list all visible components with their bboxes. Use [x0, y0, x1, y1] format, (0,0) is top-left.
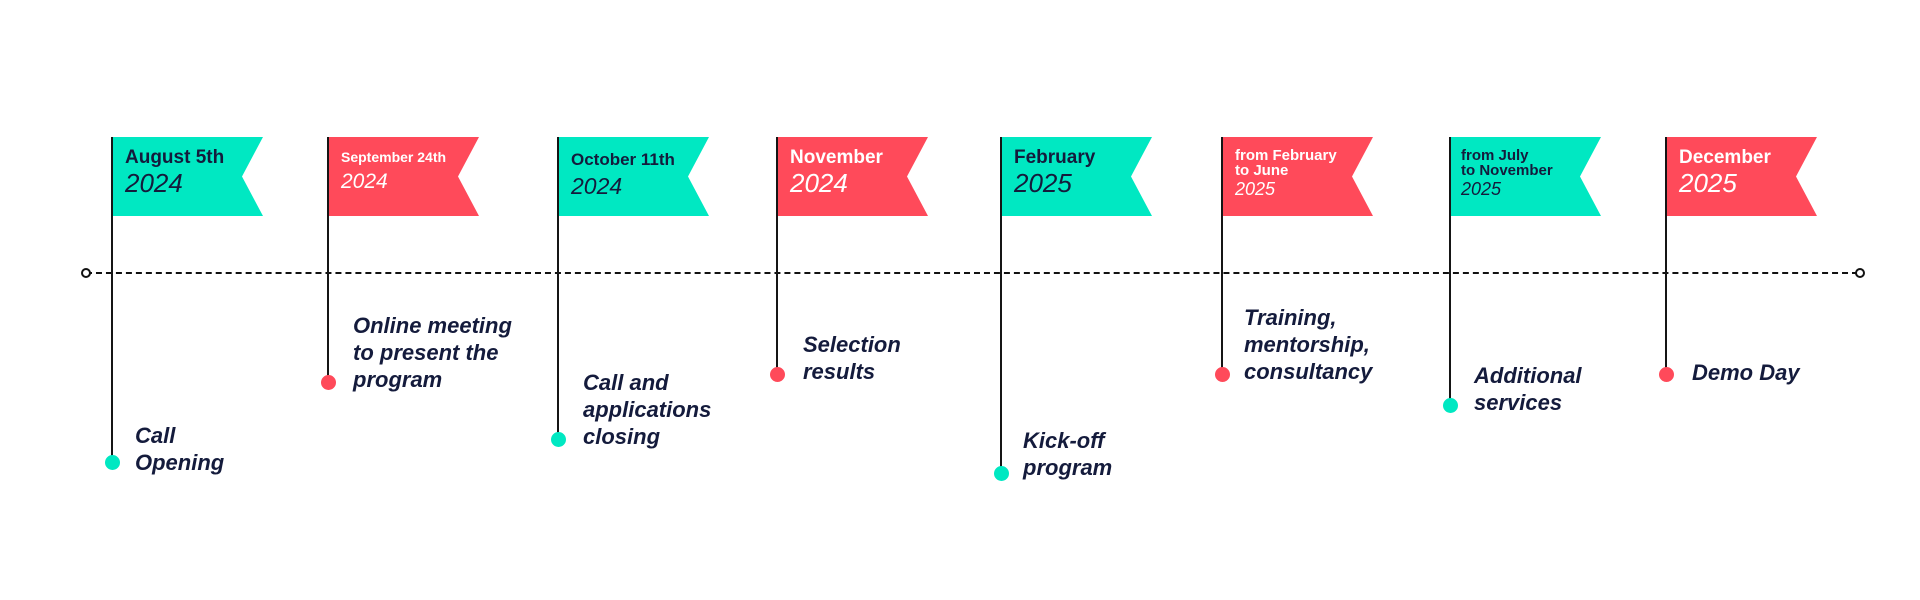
date-flag: February 2025 [1002, 137, 1152, 216]
milestone-dot [105, 455, 120, 470]
axis-start-marker [81, 268, 91, 278]
date-flag: October 11th 2024 [559, 137, 709, 216]
date-flag: September 24th 2024 [329, 137, 479, 216]
milestone-dot [1659, 367, 1674, 382]
flag-year-label: 2024 [571, 173, 623, 199]
flag-year-label: 2024 [341, 170, 388, 193]
timeline-axis [86, 272, 1858, 274]
event-label: Demo Day [1692, 360, 1800, 385]
flag-pole [1000, 137, 1002, 472]
milestone-dot [994, 466, 1009, 481]
flag-date-label: November [790, 147, 883, 168]
date-flag: December 2025 [1667, 137, 1817, 216]
flag-year-label: 2025 [1014, 168, 1072, 198]
milestone-dot [770, 367, 785, 382]
flag-pole [776, 137, 778, 372]
milestone-dot [1215, 367, 1230, 382]
flag-pole [111, 137, 113, 462]
flag-date-label: from July to November [1461, 147, 1553, 179]
flag-year-label: 2024 [125, 168, 183, 198]
milestone-dot [321, 375, 336, 390]
flag-pole [1221, 137, 1223, 372]
flag-year-label: 2025 [1461, 179, 1502, 199]
date-flag: August 5th 2024 [113, 137, 263, 216]
event-label: Selection results [803, 332, 901, 384]
axis-end-marker [1855, 268, 1865, 278]
flag-pole [557, 137, 559, 439]
event-label: Call and applications closing [583, 370, 712, 449]
event-label: Additional services [1474, 363, 1582, 415]
flag-pole [1449, 137, 1451, 403]
flag-year-label: 2025 [1235, 179, 1276, 199]
flag-pole [327, 137, 329, 382]
flag-date-label: August 5th [125, 147, 225, 168]
flag-date-label: February [1014, 147, 1096, 168]
date-flag: from February to June 2025 [1223, 137, 1373, 216]
event-label: Call Opening [135, 423, 225, 475]
flag-date-label: December [1679, 147, 1771, 168]
flag-date-label: October 11th [571, 150, 675, 169]
flag-pole [1665, 137, 1667, 372]
milestone-dot [1443, 398, 1458, 413]
flag-date-label: September 24th [341, 149, 447, 165]
event-label: Training, mentorship, consultancy [1244, 305, 1373, 384]
flag-year-label: 2025 [1679, 168, 1737, 198]
event-label: Kick-off program [1023, 428, 1113, 480]
milestone-dot [551, 432, 566, 447]
flag-year-label: 2024 [790, 168, 848, 198]
event-label: Online meeting to present the program [353, 313, 512, 392]
date-flag: from July to November 2025 [1451, 137, 1601, 216]
date-flag: November 2024 [778, 137, 928, 216]
flag-date-label: from February to June [1235, 147, 1337, 179]
